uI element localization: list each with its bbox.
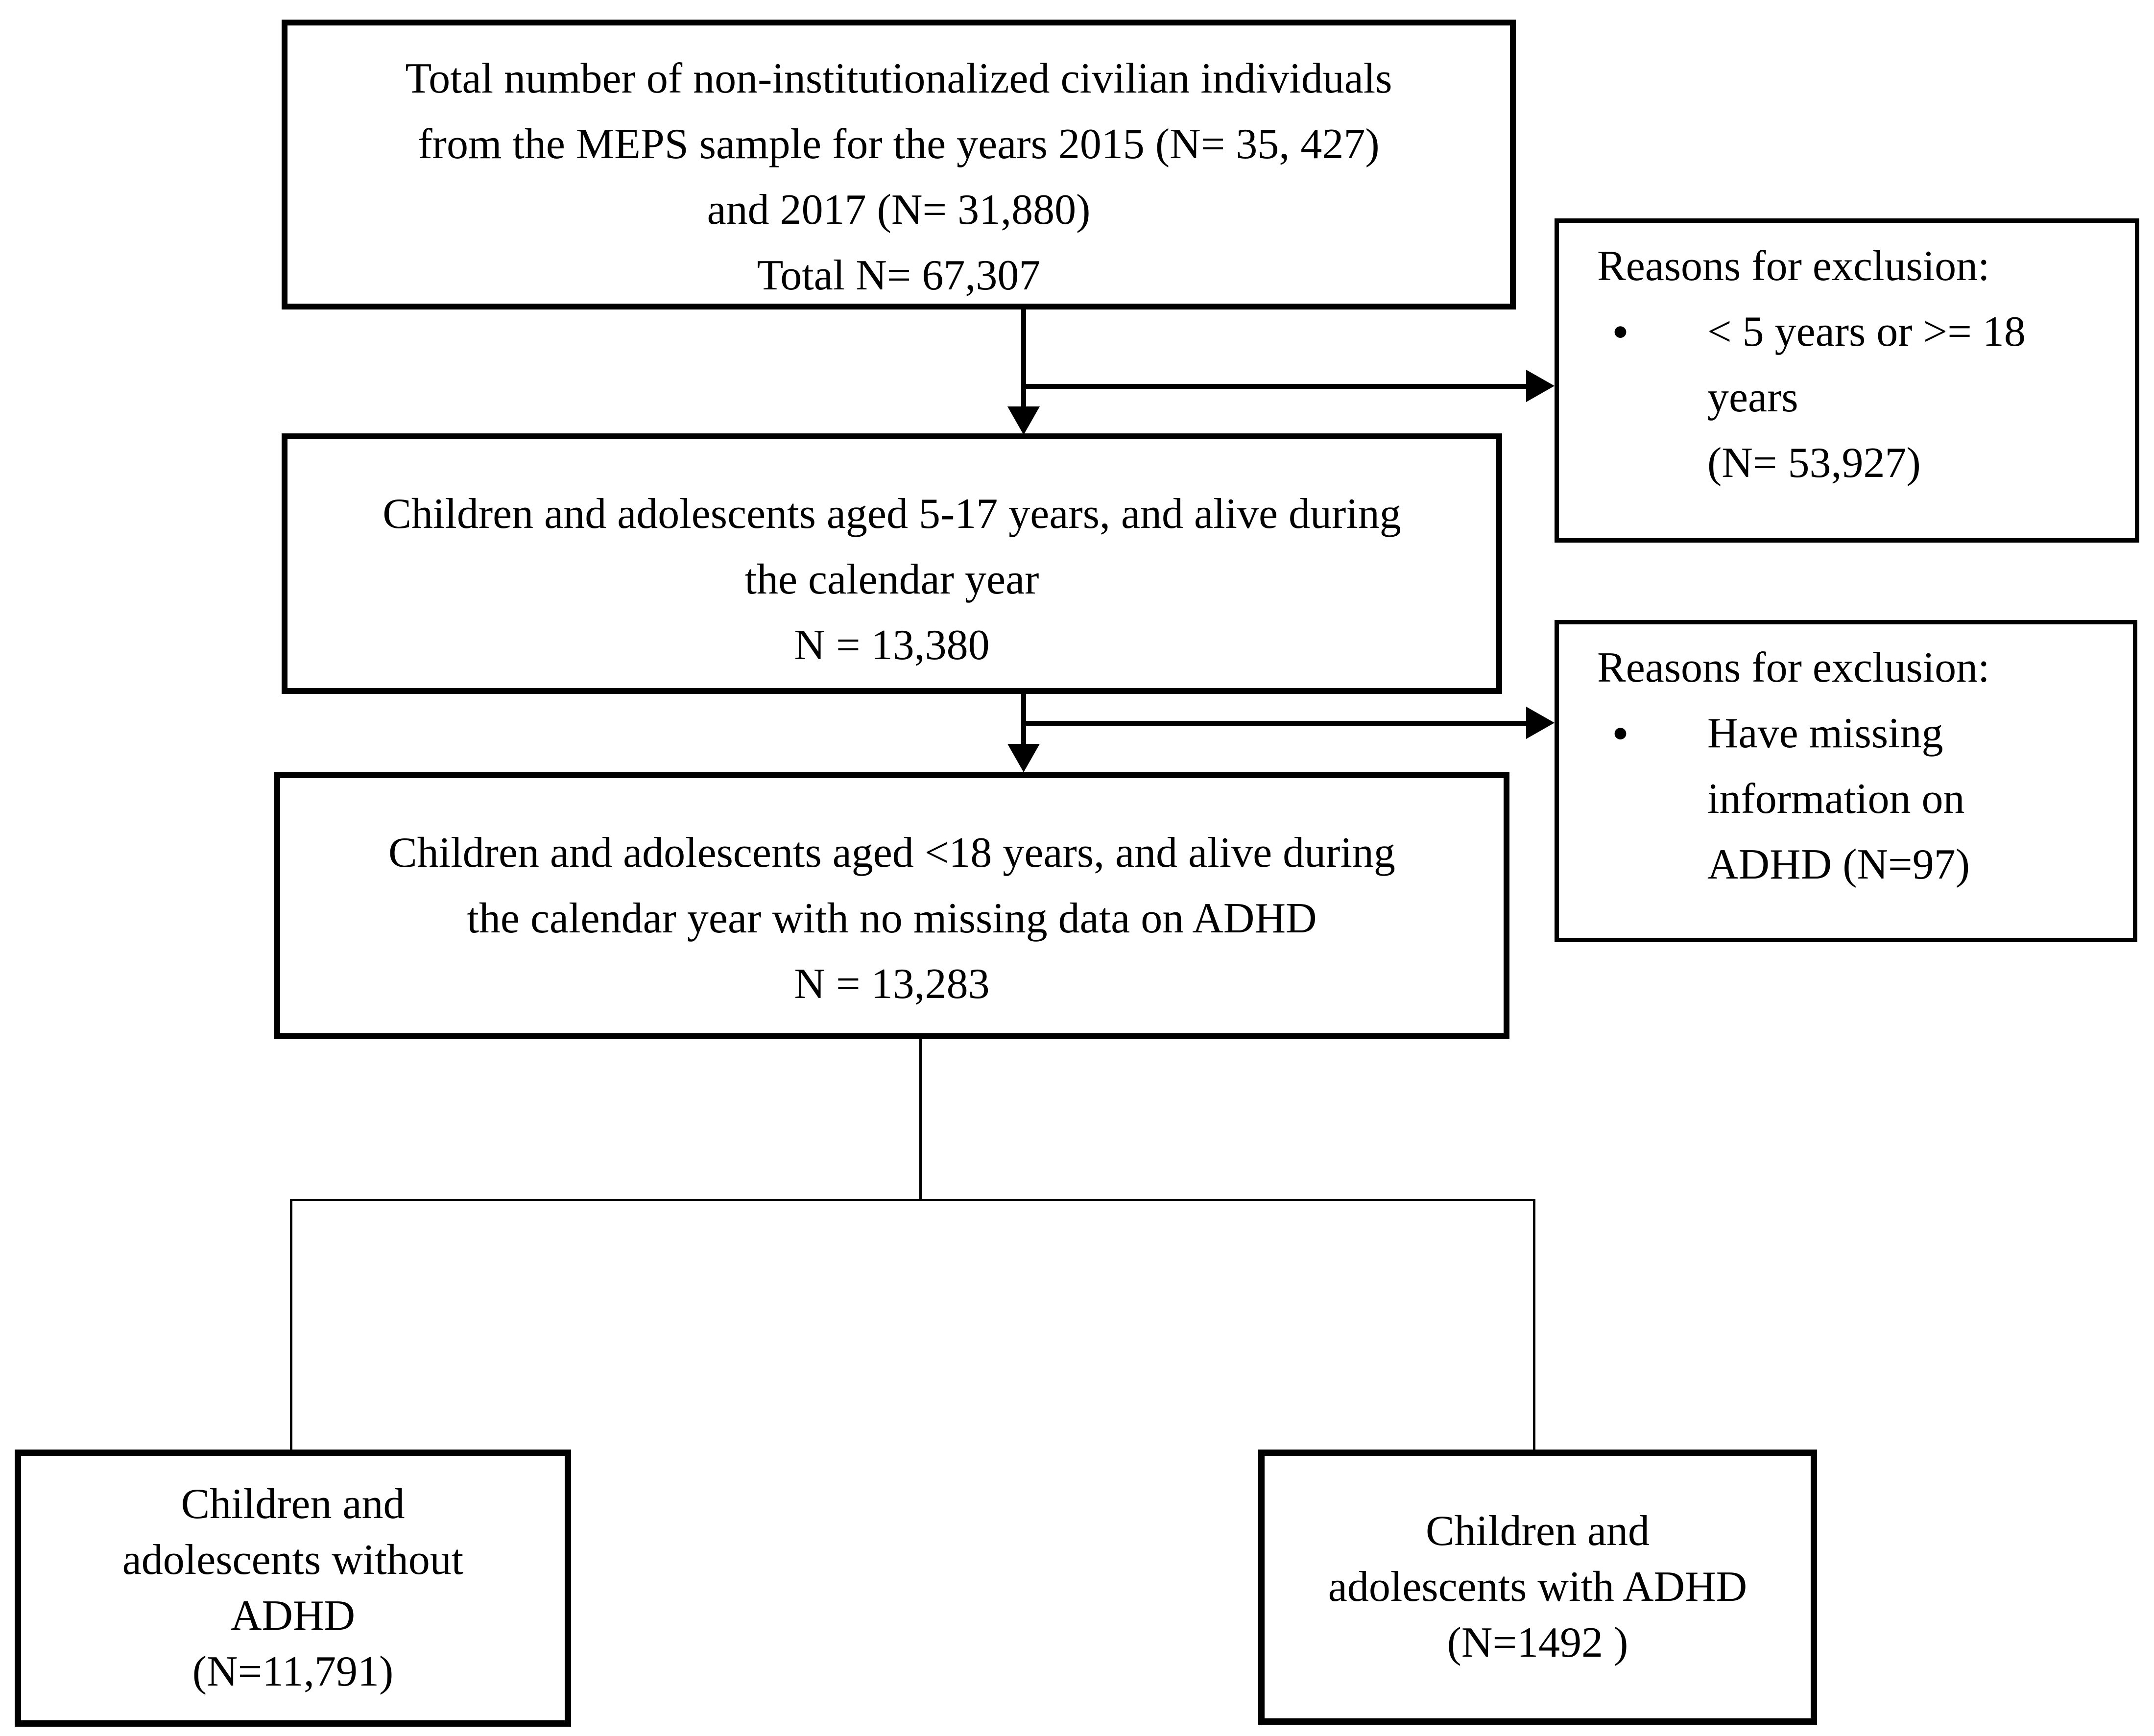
connector-branch-to-exclusion2 [1021,721,1531,726]
box-exclusion-age: Reasons for exclusion: • < 5 years or >=… [1555,218,2139,543]
text-line: Children and adolescents aged <18 years,… [388,829,1395,877]
arrowhead-right-icon [1526,370,1555,402]
exclusion-item-text: < 5 years or >= 18 years (N= 53,927) [1707,299,2026,496]
connector-to-with-adhd [1533,1200,1535,1451]
bullet-icon: • [1612,706,1629,761]
arrowhead-down-icon [1007,406,1040,435]
text-line: ADHD [230,1592,356,1640]
text-line: (N=11,791) [192,1648,394,1695]
connector-total-to-aged517 [1021,309,1026,411]
connector-split-horizontal [290,1199,1535,1201]
text-line: years [1707,374,1798,421]
box-aged-under-18-text: Children and adolescents aged <18 years,… [280,820,1504,1017]
text-line: from the MEPS sample for the years 2015 … [418,120,1380,168]
connector-aged517-to-under18 [1021,694,1026,747]
text-line: (N= 53,927) [1707,439,1921,487]
text-line: Children and [1425,1507,1650,1555]
exclusion-bullet-item: • Have missing information on ADHD (N=97) [1612,701,2123,898]
arrowhead-right-icon [1526,707,1555,739]
arrowhead-down-icon [1007,744,1040,772]
text-line: N = 13,380 [794,621,990,669]
exclusion-title: Reasons for exclusion: [1597,242,1990,290]
exclusion-item-text: Have missing information on ADHD (N=97) [1707,701,1970,898]
text-line: Total N= 67,307 [757,252,1041,299]
box-with-adhd-text: Children and adolescents with ADHD (N=1492… [1328,1503,1747,1671]
exclusion-title: Reasons for exclusion: [1597,644,1990,691]
exclusion-bullet-item: • < 5 years or >= 18 years (N= 53,927) [1612,299,2125,496]
box-exclusion-missing-adhd: Reasons for exclusion: • Have missing inf… [1555,620,2137,942]
text-line: the calendar year with no missing data o… [467,895,1317,942]
text-line: information on [1707,775,1965,823]
text-line: adolescents without [122,1536,464,1584]
box-total-sample-text: Total number of non-institutionalized ci… [287,46,1510,309]
text-line: Total number of non-institutionalized ci… [405,55,1392,102]
box-aged-under-18: Children and adolescents aged <18 years,… [274,772,1509,1039]
box-total-sample: Total number of non-institutionalized ci… [282,20,1516,309]
text-line: < 5 years or >= 18 [1707,308,2026,356]
connector-branch-to-exclusion1 [1021,384,1531,389]
text-line: Children and adolescents aged 5-17 years… [383,490,1401,538]
text-line: Children and [181,1480,405,1528]
text-line: Have missing [1707,710,1943,757]
text-line: ADHD (N=97) [1707,841,1970,888]
text-line: N = 13,283 [794,960,990,1008]
box-with-adhd: Children and adolescents with ADHD (N=1492… [1258,1450,1817,1725]
bullet-icon: • [1612,305,1629,359]
connector-to-without-adhd [290,1200,292,1451]
text-line: the calendar year [744,556,1039,603]
connector-under18-down [919,1039,922,1201]
box-aged-5-17: Children and adolescents aged 5-17 years… [282,433,1502,694]
text-line: adolescents with ADHD [1328,1563,1747,1611]
box-aged-5-17-text: Children and adolescents aged 5-17 years… [287,481,1496,678]
text-line: (N=1492 ) [1447,1619,1628,1666]
text-line: and 2017 (N= 31,880) [707,186,1091,234]
